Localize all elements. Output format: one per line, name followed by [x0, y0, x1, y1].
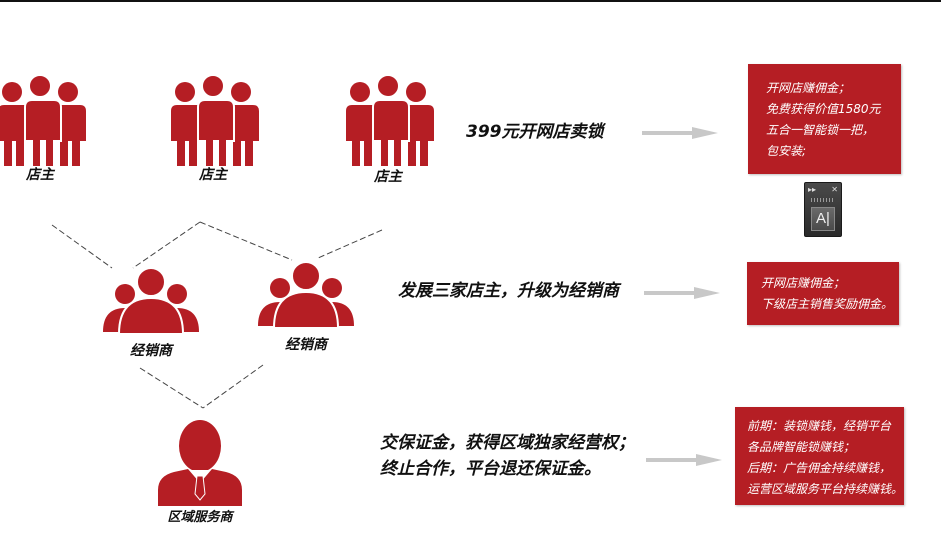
- note-line: 开网店赚佣金；: [766, 81, 851, 95]
- top-border: [0, 0, 941, 2]
- distributor-node-2: 经销商: [256, 258, 356, 354]
- shop-owner-group-icon: [171, 74, 259, 168]
- expand-icon[interactable]: ▸▸: [808, 185, 817, 194]
- shop-owner-node-3: 店主: [338, 72, 438, 186]
- note-line: 前期：装锁赚钱，经销平台: [747, 419, 892, 433]
- shop-owner-label: 店主: [199, 167, 227, 183]
- close-icon[interactable]: ✕: [831, 185, 838, 194]
- regional-provider-node: 区域服务商: [150, 420, 250, 525]
- step-line: 发展三家店主，升级为经销商: [398, 281, 619, 301]
- step-line: 终止合作，平台退还保证金。: [380, 459, 601, 479]
- note-line: 下级店主销售奖励佣金。: [761, 297, 894, 311]
- note-line: 包安装;: [766, 144, 807, 158]
- input-method-icon[interactable]: A|: [811, 207, 835, 231]
- step-1-text: 399元开网店卖锁: [466, 119, 604, 145]
- step-3-text: 交保证金，获得区域独家经营权； 终止合作，平台退还保证金。: [380, 430, 635, 482]
- shop-owner-label: 店主: [26, 167, 54, 183]
- ime-toolbar: ▸▸ ✕: [808, 185, 838, 195]
- step-3-note: 前期：装锁赚钱，经销平台 各品牌智能锁赚钱； 后期：广告佣金持续赚钱， 运营区域…: [735, 407, 904, 505]
- arrow-right-icon: [642, 127, 718, 139]
- note-line: 运营区域服务平台持续赚钱。: [747, 482, 904, 496]
- input-method-widget[interactable]: ▸▸ ✕ A|: [804, 182, 842, 237]
- step-2-note: 开网店赚佣金； 下级店主销售奖励佣金。: [747, 262, 899, 325]
- distributor-group-icon: [103, 267, 199, 334]
- regional-provider-label: 区域服务商: [167, 510, 233, 525]
- shop-owner-group-icon: [346, 74, 434, 168]
- step-line: 399元开网店卖锁: [466, 122, 604, 142]
- distributor-label: 经销商: [130, 343, 172, 359]
- shop-owner-label: 店主: [374, 169, 402, 185]
- note-line: 五合一智能锁一把，: [766, 123, 875, 137]
- step-2-text: 发展三家店主，升级为经销商: [398, 278, 619, 304]
- note-line: 开网店赚佣金；: [761, 276, 846, 290]
- arrow-right-icon: [644, 287, 720, 299]
- distributor-label: 经销商: [285, 337, 327, 353]
- drag-handle[interactable]: [811, 198, 835, 202]
- shop-owner-node-1: 店主: [0, 72, 90, 184]
- step-1-note: 开网店赚佣金； 免费获得价值1580元 五合一智能锁一把， 包安装;: [748, 64, 901, 174]
- shop-owner-group-icon: [0, 74, 86, 168]
- step-line: 交保证金，获得区域独家经营权；: [380, 433, 635, 453]
- arrow-right-icon: [646, 454, 722, 466]
- distributor-node-1: 经销商: [101, 264, 201, 360]
- distributor-group-icon: [258, 261, 354, 328]
- note-line: 免费获得价值1580元: [766, 102, 881, 116]
- shop-owner-node-2: 店主: [163, 72, 263, 184]
- business-person-icon: [158, 420, 242, 506]
- note-line: 后期：广告佣金持续赚钱，: [747, 461, 892, 475]
- note-line: 各品牌智能锁赚钱；: [747, 440, 856, 454]
